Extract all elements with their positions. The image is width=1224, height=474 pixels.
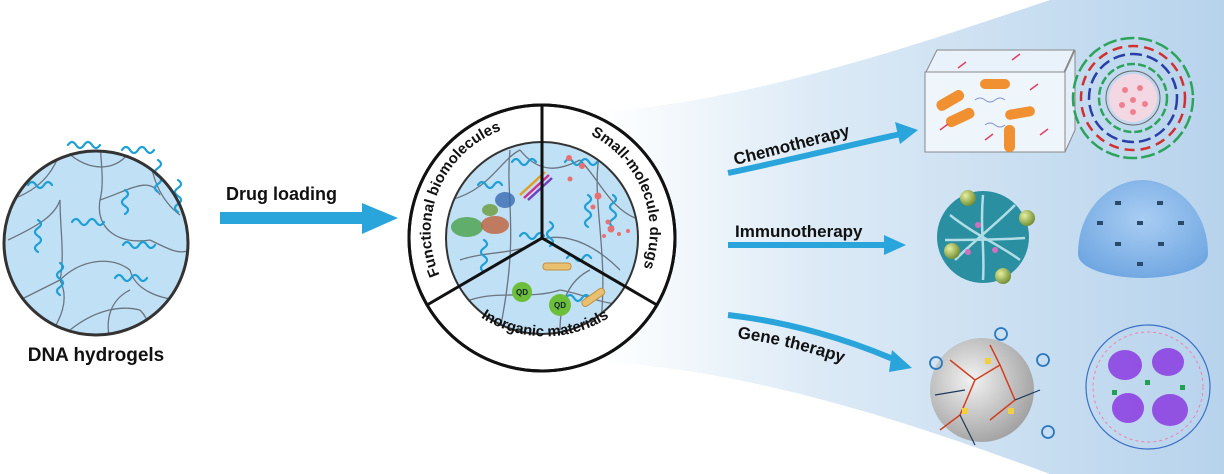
- dna-hydrogels-label: DNA hydrogels: [28, 345, 165, 366]
- hydrogel-box-nanorods: [924, 49, 1076, 153]
- drug-loading-label: Drug loading: [226, 184, 337, 204]
- loaded-hydrogel-illustration: QD QD: [407, 103, 677, 373]
- immunotherapy-label: Immunotherapy: [735, 222, 863, 241]
- drug-loading-arrow: [220, 203, 398, 234]
- qd-label: QD: [516, 288, 528, 297]
- segment-dividers: [426, 105, 658, 307]
- dna-hydrogel-illustration: [2, 140, 190, 337]
- small-molecule-dots: [566, 155, 630, 238]
- hydrogel-dome-vaccine: [1078, 180, 1208, 278]
- protein-structures: [451, 192, 515, 237]
- gene-therapy-arrow: [727, 312, 912, 372]
- layered-nanoparticle: [1071, 36, 1195, 160]
- qd-label: QD: [554, 301, 566, 310]
- dna-coated-nanoparticle: [929, 327, 1055, 446]
- chemotherapy-arrow: [727, 122, 918, 176]
- dna-nanoball-adjuvant: [937, 190, 1035, 284]
- quantum-dots: [512, 282, 571, 316]
- immunotherapy-arrow: [728, 235, 906, 255]
- gold-nanorods: [542, 262, 606, 308]
- dna-nanocage-gene-vector: [1085, 324, 1211, 450]
